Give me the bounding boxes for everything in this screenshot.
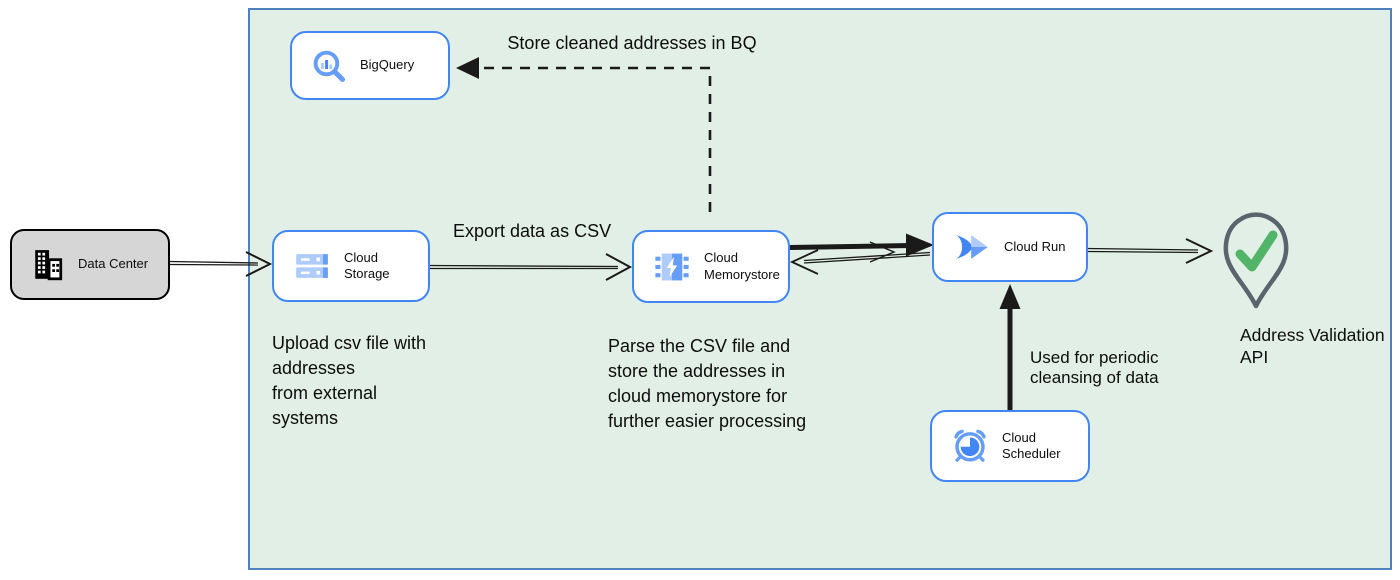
- cloud-storage-icon: [293, 247, 331, 285]
- map-pin-icon: [1223, 212, 1289, 309]
- check-icon: [1235, 230, 1278, 272]
- annotation-upload-note[interactable]: Upload csv file with addresses from exte…: [272, 333, 427, 428]
- node-cloud-scheduler[interactable]: Cloud Scheduler: [930, 410, 1090, 482]
- node-cloud-storage[interactable]: Cloud Storage: [272, 230, 430, 302]
- node-label-bigquery: BigQuery: [360, 57, 415, 73]
- gcp-container-box[interactable]: [248, 8, 1392, 570]
- address-validation-pin[interactable]: [1220, 210, 1292, 317]
- node-bigquery[interactable]: BigQuery: [290, 31, 450, 100]
- cloud-memorystore-icon: [653, 248, 691, 286]
- address-validation-label: Address Validation API: [1240, 325, 1385, 367]
- data-center-icon: [31, 248, 65, 282]
- cloud-scheduler-icon: [951, 427, 989, 465]
- annotation-store-cleaned-bq[interactable]: Store cleaned addresses in BQ: [507, 33, 757, 53]
- node-label-cloud-scheduler: Cloud Scheduler: [1002, 429, 1061, 461]
- annotation-export-csv[interactable]: Export data as CSV: [453, 221, 612, 241]
- node-cloud-memorystore[interactable]: Cloud Memorystore: [632, 230, 790, 303]
- annotation-parse-note[interactable]: Parse the CSV file and store the address…: [608, 336, 807, 431]
- node-label-cloud-memorystore: Cloud Memorystore: [704, 250, 780, 282]
- node-label-cloud-run: Cloud Run: [1004, 238, 1066, 254]
- bigquery-icon: [311, 48, 347, 84]
- node-label-cloud-storage: Cloud Storage: [344, 249, 390, 281]
- node-label-data-center: Data Center: [78, 256, 149, 272]
- node-cloud-run[interactable]: Cloud Run: [932, 212, 1088, 282]
- node-data-center[interactable]: Data Center: [10, 229, 170, 300]
- cloud-run-icon: [953, 228, 991, 266]
- annotation-periodic-note[interactable]: Used for periodic cleansing of data: [1030, 348, 1159, 387]
